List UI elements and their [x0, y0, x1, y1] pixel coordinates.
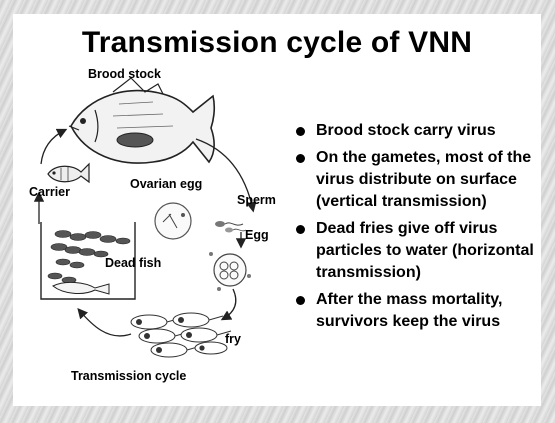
ovarian-egg-icon — [155, 203, 191, 239]
arrow-egg-to-fry — [223, 289, 236, 319]
bullet-item: Brood stock carry virus — [296, 120, 541, 142]
bullet-dot-icon — [296, 127, 305, 136]
label-dead-fish: Dead fish — [105, 256, 161, 270]
bullet-item: Dead fries give off virus particles to w… — [296, 218, 541, 284]
arrow-fry-to-tank — [79, 310, 131, 336]
egg-icon — [209, 252, 251, 291]
label-ovarian-egg: Ovarian egg — [130, 177, 202, 191]
label-egg: Egg — [245, 228, 269, 242]
slide: Transmission cycle of VNN — [13, 14, 541, 406]
label-transmission-cycle: Transmission cycle — [71, 369, 186, 383]
bullet-dot-icon — [296, 225, 305, 234]
sperm-icon — [215, 221, 246, 233]
label-carrier: Carrier — [29, 185, 70, 199]
bullet-dot-icon — [296, 154, 305, 163]
fry-group-icon — [131, 313, 231, 357]
arrow-carrier-to-brood — [41, 130, 65, 164]
bullet-dot-icon — [296, 296, 305, 305]
label-sperm: Sperm — [237, 193, 276, 207]
bullet-list: Brood stock carry virus On the gametes, … — [296, 120, 541, 338]
label-fry: fry — [225, 332, 241, 346]
bullet-item: On the gametes, most of the virus distri… — [296, 147, 541, 213]
label-brood-stock: Brood stock — [88, 67, 161, 81]
bullet-item: After the mass mortality, survivors keep… — [296, 289, 541, 333]
brood-stock-fish-icon — [69, 78, 214, 163]
carrier-fish-icon — [48, 164, 89, 182]
